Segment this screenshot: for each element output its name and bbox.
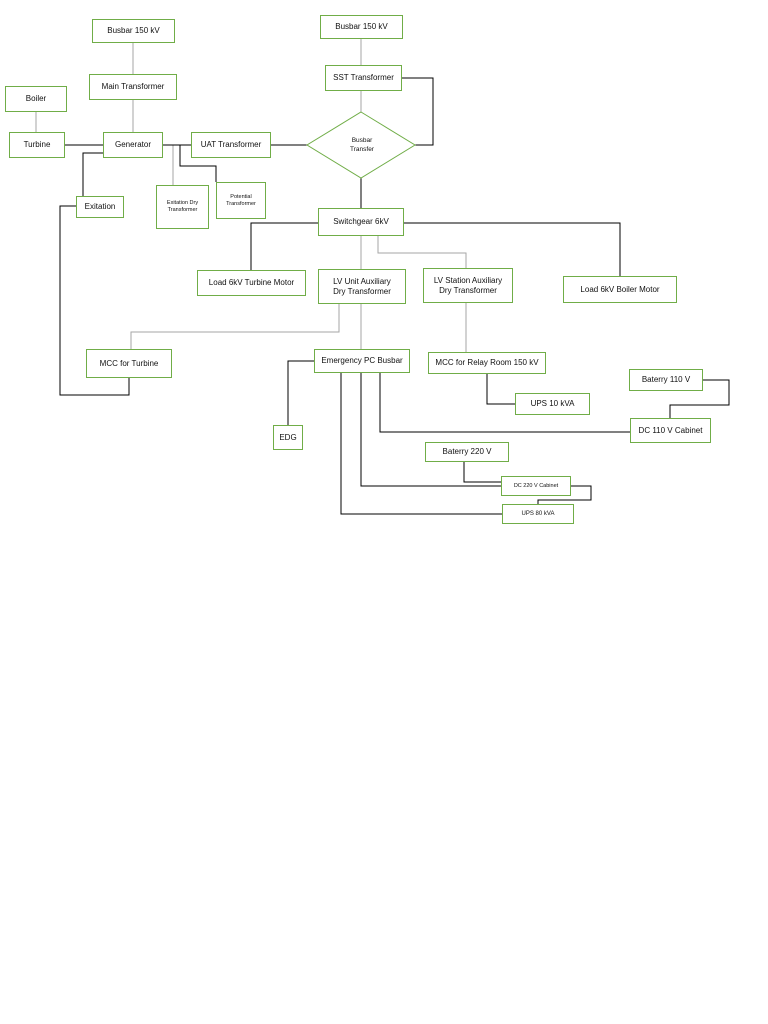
exitation-label: Exitation (84, 202, 116, 211)
switchgear-6kv[interactable]: Switchgear 6kV (318, 208, 404, 236)
line-lv-unit-mcc-turbine (130, 304, 340, 349)
busbar-150kv-right-label: Busbar 150 kV (335, 22, 388, 31)
line-switchgear-turbine-motor (250, 222, 318, 270)
potential-transformer[interactable]: Potential Transformer (216, 182, 266, 219)
turbine[interactable]: Turbine (9, 132, 65, 158)
busbar-transfer-diamond (306, 111, 416, 179)
busbar-transfer-label: Busbar Transfer (350, 137, 374, 153)
line-emergency-dc110 (379, 373, 630, 433)
uat-transformer-label: UAT Transformer (200, 140, 262, 149)
ups-80kva-label: UPS 80 kVA (521, 511, 555, 517)
dc-220v-cabinet-label: DC 220 V Cabinet (513, 482, 559, 489)
lv-station-auxiliary-label: LV Station Auxiliary Dry Transformer (433, 275, 503, 295)
switchgear-6kv-label: Switchgear 6kV (333, 217, 389, 226)
line-exitation-mcc-loop (59, 205, 130, 396)
dc-110v-cabinet[interactable]: DC 110 V Cabinet (630, 418, 711, 443)
line-dc220-ups80 (537, 485, 592, 504)
busbar-150kv-right[interactable]: Busbar 150 kV (320, 15, 403, 39)
emergency-pc-busbar-label: Emergency PC Busbar (321, 356, 403, 365)
line-emergency-dc220 (360, 373, 501, 487)
main-transformer-label: Main Transformer (101, 82, 165, 91)
ups-10kva[interactable]: UPS 10 kVA (515, 393, 590, 415)
line-baterry220-dc220 (463, 462, 501, 483)
line-emergency-ups80 (340, 373, 502, 515)
sst-transformer-label: SST Transformer (333, 73, 394, 82)
line-emergency-edg (287, 360, 314, 425)
load-6kv-turbine-motor[interactable]: Load 6kV Turbine Motor (197, 270, 306, 296)
busbar-150kv-left[interactable]: Busbar 150 kV (92, 19, 175, 43)
exitation-dry-transformer-label: Exitation Dry Transformer (166, 200, 199, 213)
generator[interactable]: Generator (103, 132, 163, 158)
baterry-220v[interactable]: Baterry 220 V (425, 442, 509, 462)
baterry-110v[interactable]: Baterry 110 V (629, 369, 703, 391)
boiler-label: Boiler (25, 94, 47, 103)
mcc-for-turbine-label: MCC for Turbine (99, 358, 159, 368)
line-baterry110-dc110 (669, 379, 730, 418)
sst-transformer[interactable]: SST Transformer (325, 65, 402, 91)
line-mcc-relay-ups10 (486, 374, 515, 405)
mcc-for-relay-room-label: MCC for Relay Room 150 kV (435, 358, 539, 367)
dc-220v-cabinet[interactable]: DC 220 V Cabinet (501, 476, 571, 496)
line-generator-exitation (82, 152, 103, 196)
edg[interactable]: EDG (273, 425, 303, 450)
line-sst-loop (401, 77, 434, 146)
dc-110v-cabinet-label: DC 110 V Cabinet (638, 425, 703, 435)
load-6kv-boiler-motor-label: Load 6kV Boiler Motor (580, 284, 660, 294)
ups-10kva-label: UPS 10 kVA (530, 399, 575, 408)
busbar-150kv-left-label: Busbar 150 kV (107, 26, 160, 35)
mcc-for-relay-room[interactable]: MCC for Relay Room 150 kV (428, 352, 546, 374)
line-generator-potential-drop (179, 145, 217, 182)
generator-label: Generator (114, 140, 152, 149)
baterry-110v-label: Baterry 110 V (641, 375, 691, 384)
turbine-label: Turbine (23, 140, 51, 149)
lv-unit-auxiliary-dry-transformer[interactable]: LV Unit Auxiliary Dry Transformer (318, 269, 406, 304)
baterry-220v-label: Baterry 220 V (442, 447, 492, 456)
line-switchgear-boiler-motor (404, 222, 621, 276)
exitation-dry-transformer[interactable]: Exitation Dry Transformer (156, 185, 209, 229)
exitation[interactable]: Exitation (76, 196, 124, 218)
lv-station-auxiliary-dry-transformer[interactable]: LV Station Auxiliary Dry Transformer (423, 268, 513, 303)
mcc-for-turbine[interactable]: MCC for Turbine (86, 349, 172, 378)
load-6kv-boiler-motor[interactable]: Load 6kV Boiler Motor (563, 276, 677, 303)
potential-transformer-label: Potential Transformer (226, 193, 256, 207)
main-transformer[interactable]: Main Transformer (89, 74, 177, 100)
ups-80kva[interactable]: UPS 80 kVA (502, 504, 574, 524)
emergency-pc-busbar[interactable]: Emergency PC Busbar (314, 349, 410, 373)
load-6kv-turbine-motor-label: Load 6kV Turbine Motor (208, 278, 295, 287)
line-switchgear-lv-station (377, 236, 467, 268)
lv-unit-auxiliary-label: LV Unit Auxiliary Dry Transformer (333, 276, 391, 296)
boiler[interactable]: Boiler (5, 86, 67, 112)
edg-label: EDG (279, 432, 297, 442)
uat-transformer[interactable]: UAT Transformer (191, 132, 271, 158)
